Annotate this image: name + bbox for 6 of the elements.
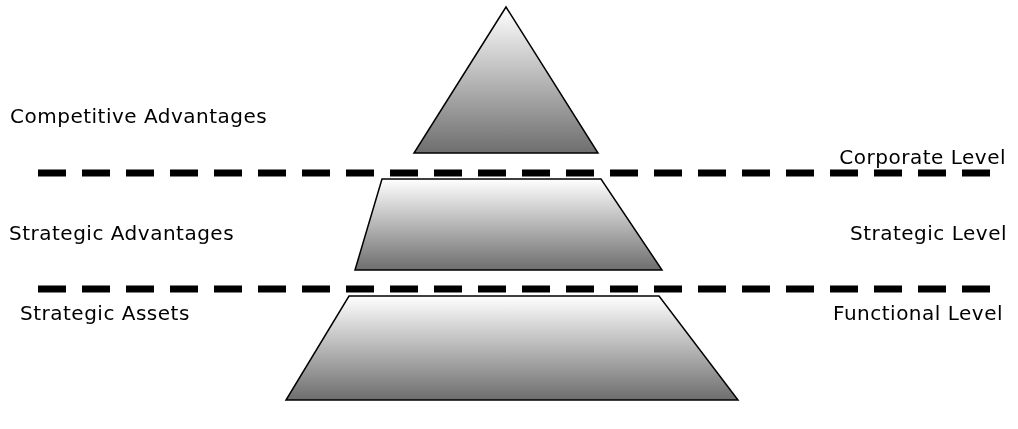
advantage-label: Competitive Advantages <box>10 104 268 128</box>
level-label: Corporate Level <box>839 145 1006 169</box>
level-label: Strategic Level <box>849 221 1007 245</box>
advantage-label: Strategic Advantages <box>9 221 235 245</box>
advantage-label: Strategic Assets <box>20 301 190 325</box>
level-label: Functional Level <box>832 301 1003 325</box>
